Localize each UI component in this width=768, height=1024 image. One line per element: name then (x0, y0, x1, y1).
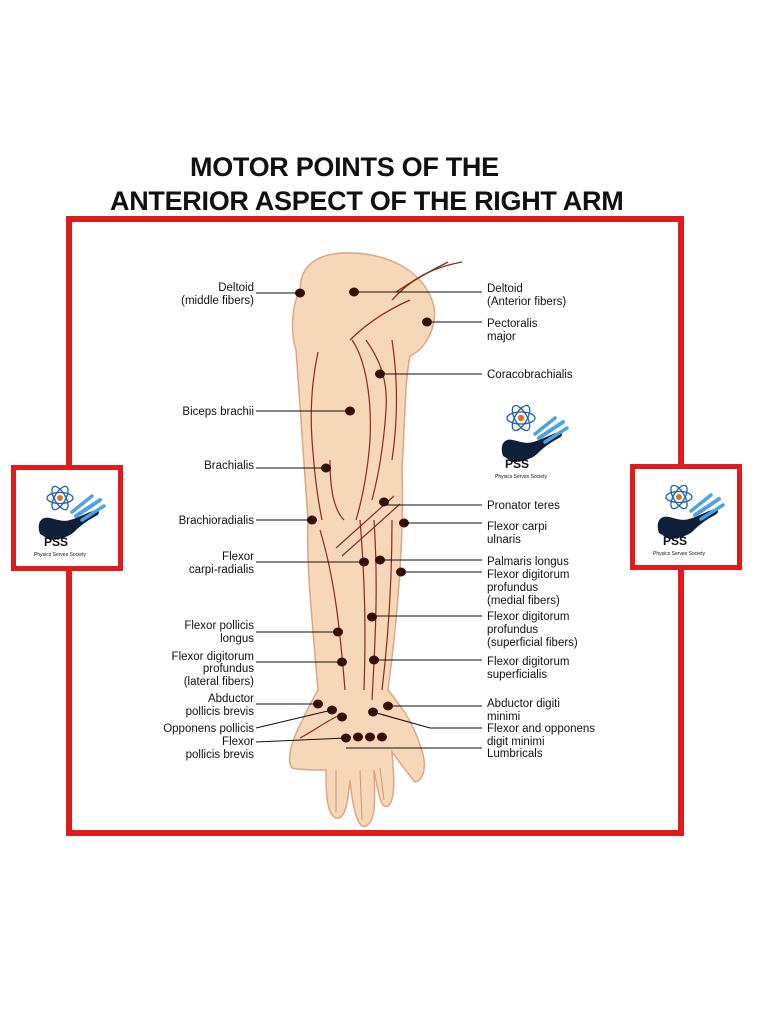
leader-lines (255, 291, 482, 749)
label-brachioradialis: Brachioradialis (179, 515, 255, 527)
label-fdp-medial-3: (medial fibers) (487, 595, 560, 607)
svg-text:Physics Serves Society: Physics Serves Society (495, 474, 547, 480)
label-lumbricals: Lumbricals (487, 748, 543, 760)
motor-point (337, 712, 347, 722)
label-fdp-lateral-2: profundus (203, 663, 254, 675)
right-labels: Deltoid (Anterior fibers) Pectoralis maj… (487, 283, 595, 760)
label-adm-1: Abductor digiti (487, 698, 560, 710)
title-line-1: MOTOR POINTS OF THE (190, 152, 499, 182)
label-opponens-pollicis: Opponens pollicis (163, 723, 254, 735)
label-pronator-teres: Pronator teres (487, 500, 560, 512)
label-pectoralis-2: major (487, 331, 516, 343)
label-fdp-medial-2: profundus (487, 582, 538, 594)
label-deltoid-anterior-1: Deltoid (487, 283, 523, 295)
label-fpl-1: Flexor pollicis (184, 620, 254, 632)
logo-box-right: PSS Physics Serves Society (630, 464, 742, 570)
label-pectoralis-1: Pectoralis (487, 318, 538, 330)
svg-text:Physics Serves Society: Physics Serves Society (653, 551, 705, 557)
svg-text:PSS: PSS (663, 534, 687, 548)
label-fdp-medial-1: Flexor digitorum (487, 569, 569, 581)
label-deltoid-anterior-2: (Anterior fibers) (487, 296, 566, 308)
left-labels: Deltoid (middle fibers) Biceps brachii B… (163, 282, 254, 761)
label-fodm-2: digit minimi (487, 736, 545, 748)
motor-point (367, 612, 377, 622)
pss-logo-right: PSS Physics Serves Society (653, 484, 725, 557)
label-biceps-brachii: Biceps brachii (182, 406, 254, 418)
pss-logo-left: PSS Physics Serves Society (34, 485, 106, 558)
label-fpl-2: longus (220, 633, 254, 645)
motor-points (295, 287, 432, 743)
label-coracobrachialis: Coracobrachialis (487, 369, 573, 381)
title-line-2: ANTERIOR ASPECT OF THE RIGHT ARM (110, 186, 624, 216)
label-fcu-2: ulnaris (487, 534, 521, 546)
label-apb-2: pollicis brevis (186, 706, 255, 718)
motor-point (379, 497, 389, 507)
svg-text:PSS: PSS (44, 535, 68, 549)
label-fds-1: Flexor digitorum (487, 656, 569, 668)
motor-point (377, 732, 387, 742)
label-fdp-superficial-3: (superficial fibers) (487, 637, 578, 649)
label-flexor-carpi-radialis-2: carpi-radialis (189, 564, 254, 576)
label-flexor-carpi-radialis-1: Flexor (222, 551, 254, 563)
label-deltoid-middle-2: (middle fibers) (181, 295, 254, 307)
label-fds-2: superficialis (487, 669, 547, 681)
svg-text:PSS: PSS (505, 457, 529, 471)
label-fdp-lateral-3: (lateral fibers) (184, 676, 254, 688)
arm-silhouette (288, 252, 463, 827)
label-fpb-2: pollicis brevis (186, 749, 255, 761)
label-fdp-lateral-1: Flexor digitorum (172, 651, 254, 663)
label-palmaris-longus: Palmaris longus (487, 556, 569, 568)
label-fpb-1: Flexor (222, 736, 254, 748)
label-fodm-1: Flexor and opponens (487, 723, 595, 735)
muscle-contours (299, 339, 401, 739)
label-fcu-1: Flexor carpi (487, 521, 547, 533)
label-fdp-superficial-1: Flexor digitorum (487, 611, 569, 623)
motor-point (365, 732, 375, 742)
motor-point (353, 732, 363, 742)
pss-logo-center: PSS Physics Serves Society (495, 404, 569, 480)
label-brachialis: Brachialis (204, 460, 254, 472)
svg-text:Physics Serves Society: Physics Serves Society (34, 552, 86, 558)
label-apb-1: Abductor (208, 693, 254, 705)
label-adm-2: minimi (487, 711, 520, 723)
label-deltoid-middle-1: Deltoid (218, 282, 254, 294)
label-fdp-superficial-2: profundus (487, 624, 538, 636)
logo-box-left: PSS Physics Serves Society (11, 465, 123, 571)
